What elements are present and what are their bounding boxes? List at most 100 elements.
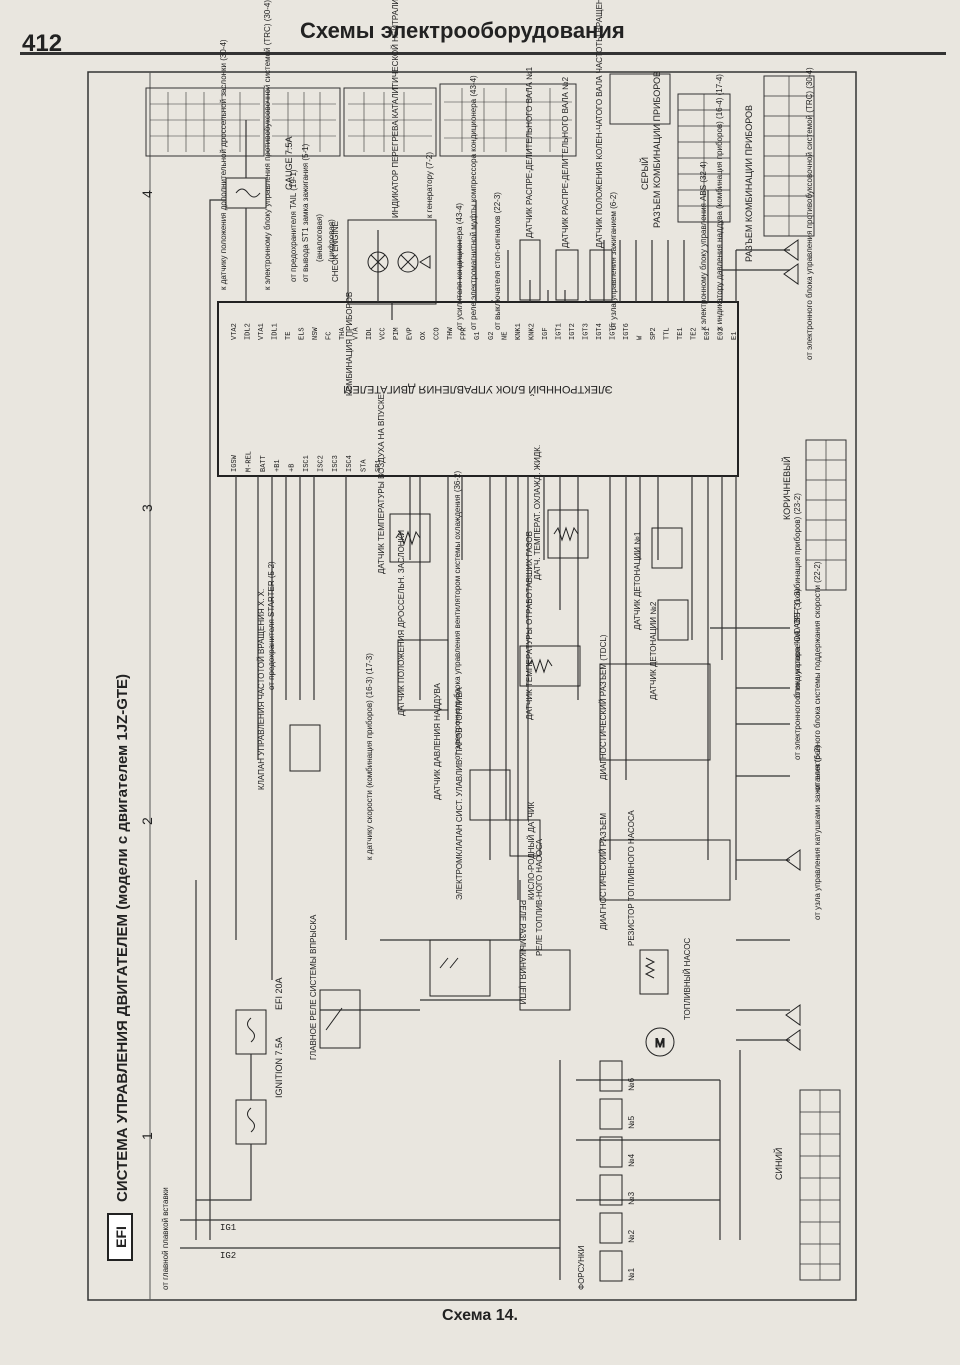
label-digital: (цифровая) [327, 219, 336, 262]
ecu-pin-tha: THA [339, 327, 347, 340]
ecu-pin-igt5: IGT5 [609, 323, 617, 340]
label-cruise-ecu: от электронного блока системы поддержани… [813, 561, 822, 790]
ecu-pin-ne: NE [501, 332, 509, 340]
label-idle-valve: КЛАПАН УПРАВЛЕНИЯ ЧАСТОТОЙ ВРАЩЕНИЯ Х. Х… [257, 589, 266, 790]
ecu-pin-te1: TE1 [677, 327, 685, 340]
injector-label: №3 [627, 1191, 636, 1205]
injector-label: №4 [627, 1153, 636, 1167]
label-check-engine: CHECK ENGINE [331, 221, 340, 282]
fuse-efi [235, 1009, 267, 1055]
label-brown: КОРИЧНЕВЫЙ [781, 456, 792, 520]
label-ignition-unit: от узла управления зажиганием (6-2) [609, 192, 618, 330]
ecu-pin-isc4: ISC4 [346, 455, 354, 472]
ground-symbols [783, 239, 801, 1051]
sensor-boxes: M [289, 239, 731, 1057]
label-boost-sensor: ДАТЧИК ДАВЛЕНИЯ НАДДУВА [433, 682, 442, 800]
ecu-pin-igt6: IGT6 [623, 323, 631, 340]
label-overheat-indicator: ИНДИКАТОР ПЕРЕГРЕВА КАТАЛИТИЧЕСКОЙ НЕЙТР… [391, 0, 400, 218]
ecu-label: ЭЛЕКТРОННЫЙ БЛОК УПРАВЛЕНИЯ ДВИГАТЕЛЕМ [343, 383, 613, 396]
label-evap-valve: ЭЛЕКТРОМКЛАПАН СИСТ. УЛАВЛИВ. ПАРОВ ТОПЛ… [455, 687, 464, 900]
fuse-gauge [225, 177, 267, 209]
diagram-frame [87, 71, 857, 1301]
ecu-pin-b: +B [289, 464, 297, 472]
ecu-pin-ox: OX [420, 331, 428, 340]
ecu-pin-sp2: SP2 [650, 327, 658, 340]
injector-label: №6 [627, 1077, 636, 1091]
ecu-pin-ttl: TTL [663, 327, 671, 340]
ecu-pin-igf: IGF [542, 327, 550, 340]
label-dist-sensor-2: ДАТЧИК РАСПРЕ-ДЕЛИТЕЛЬНОГО ВАЛА №2 [561, 76, 570, 248]
label-od-indicator: от индикатора "O/D OFF" (комбинация приб… [793, 493, 802, 700]
check-engine-lamp [347, 219, 437, 305]
label-pressure-indicator: к индикатору давления наддува (комбинаци… [715, 74, 724, 330]
ecu-pin-e1: E1 [731, 332, 739, 340]
ecu-pin-e01: E01 [704, 327, 712, 340]
label-pump-resistor: РЕЗИСТОР ТОПЛИВНОГО НАСОСА [627, 810, 636, 946]
ecu-pin-igsw: IGSW [231, 454, 239, 472]
grid-number-2: 2 [139, 817, 155, 825]
cluster-connector [763, 75, 815, 237]
ecu-pin-te: TE [285, 332, 293, 340]
label-throttle-sensor-to: к датчику положения дополнительной дросс… [219, 39, 228, 290]
connector-brown [805, 439, 847, 591]
label-exhaust-temp: ДАТЧИК ТЕМПЕРАТУРЫ ОТРАБОТАВШИХ ГАЗОВ [525, 531, 534, 720]
ecu-box [217, 301, 739, 477]
ecu-pin-te2: TE2 [690, 327, 698, 340]
ecu-pin-w: W [636, 335, 644, 340]
ecu-pin-els: ELS [299, 327, 307, 340]
label-analog: (аналоговая) [315, 214, 324, 262]
label-knock-2: ДАТЧИК ДЕТОНАЦИИ №2 [649, 601, 658, 700]
injector-label: №1 [627, 1267, 636, 1281]
ecu-pin-igt3: IGT3 [582, 323, 590, 340]
label-from-trc-ecu: от электронного блока управления противо… [805, 67, 814, 360]
ecu-pin-cco: CCO [434, 327, 442, 340]
label-throttle-pos: ДАТЧИК ПОЛОЖЕНИЯ ДРОССЕЛЬН. ЗАСЛОНКИ [397, 530, 406, 716]
label-speed-sensor: к датчику скорости (комбинация приборов)… [365, 653, 374, 860]
label-main-relay: ГЛАВНОЕ РЕЛЕ СИСТЕМЫ ВПРЫСКА [309, 914, 318, 1060]
injector-label: №2 [627, 1229, 636, 1243]
cluster-connector-grey [609, 73, 731, 223]
fuse-ignition [235, 1099, 267, 1145]
ecu-pin-fpr: FPR [461, 327, 469, 340]
label-knock-1: ДАТЧИК ДЕТОНАЦИИ №1 [633, 531, 642, 630]
fuse-efi-label: EFI 20A [274, 977, 284, 1010]
label-ac-relay: от реле электромагнитной муфты компрессо… [469, 75, 478, 330]
ecu-connectors-top [145, 83, 577, 157]
label-from-starter: от предохранителя STARTER (5-2) [267, 561, 276, 690]
ecu-pin-igt1: IGT1 [555, 323, 563, 340]
injector-coil [599, 1174, 623, 1206]
ecu-pin-mrel: M-REL [245, 451, 253, 472]
label-coolant-temp: ДАТЧ. ТЕМПЕРАТ. ОХЛАЖД. ЖИДК. [533, 445, 542, 580]
ecu-pin-thw: THW [447, 327, 455, 340]
ecu-pin-idl: IDL [366, 327, 374, 340]
wiring-lines [180, 120, 790, 1280]
ecu-pin-idl1: IDL1 [272, 323, 280, 340]
injector-coil [599, 1098, 623, 1130]
page-title: Схемы электрооборудования [300, 18, 625, 43]
efi-badge-text: EFI [113, 1226, 129, 1248]
label-grey: СЕРЫЙ [639, 157, 650, 190]
injector-coil [599, 1212, 623, 1244]
ecu-pin-sp1: SP1 [375, 459, 383, 472]
ecu-pin-vcc: VCC [380, 327, 388, 340]
label-diag-connector: ДИАГНОСТИЧЕСКИЙ РАЗЪЕМ (TDCL) [599, 634, 608, 780]
label-fan-ecu: от электронного блока управления вентиля… [453, 471, 462, 761]
ecu-pin-g1: G1 [474, 332, 482, 340]
ecu-pin-knk1: KNK1 [515, 323, 523, 340]
ecu-pin-b1: +B1 [274, 459, 282, 472]
label-circuit-relay: РЕЛЕ РАЗМЫКАНИЯ ЦЕПИ [518, 900, 527, 1005]
ecu-pin-nsw: NSW [312, 327, 320, 340]
ecu-pin-g2: G2 [488, 332, 496, 340]
label-abs-ecu-from: от электронного блока управления ABS (31… [793, 588, 802, 760]
ecu-pin-isc1: ISC1 [303, 455, 311, 472]
label-to-trc-ecu: к электронному блоку управления противоб… [263, 0, 272, 290]
connector-blue [799, 1089, 841, 1281]
label-to-ac: от усилителя кондиционера (43-4) [455, 203, 464, 330]
label-blue: СИНИЙ [773, 1148, 784, 1180]
svg-text:M: M [655, 1036, 665, 1050]
injector-label: №5 [627, 1115, 636, 1129]
grid-number-4: 4 [139, 190, 155, 198]
ecu-pin-vta1: VTA1 [258, 323, 266, 340]
ecu-pin-sta: STA [361, 459, 369, 472]
label-connector-grey: РАЗЪЕМ КОМБИНАЦИИ ПРИБОРОВ [652, 71, 662, 228]
